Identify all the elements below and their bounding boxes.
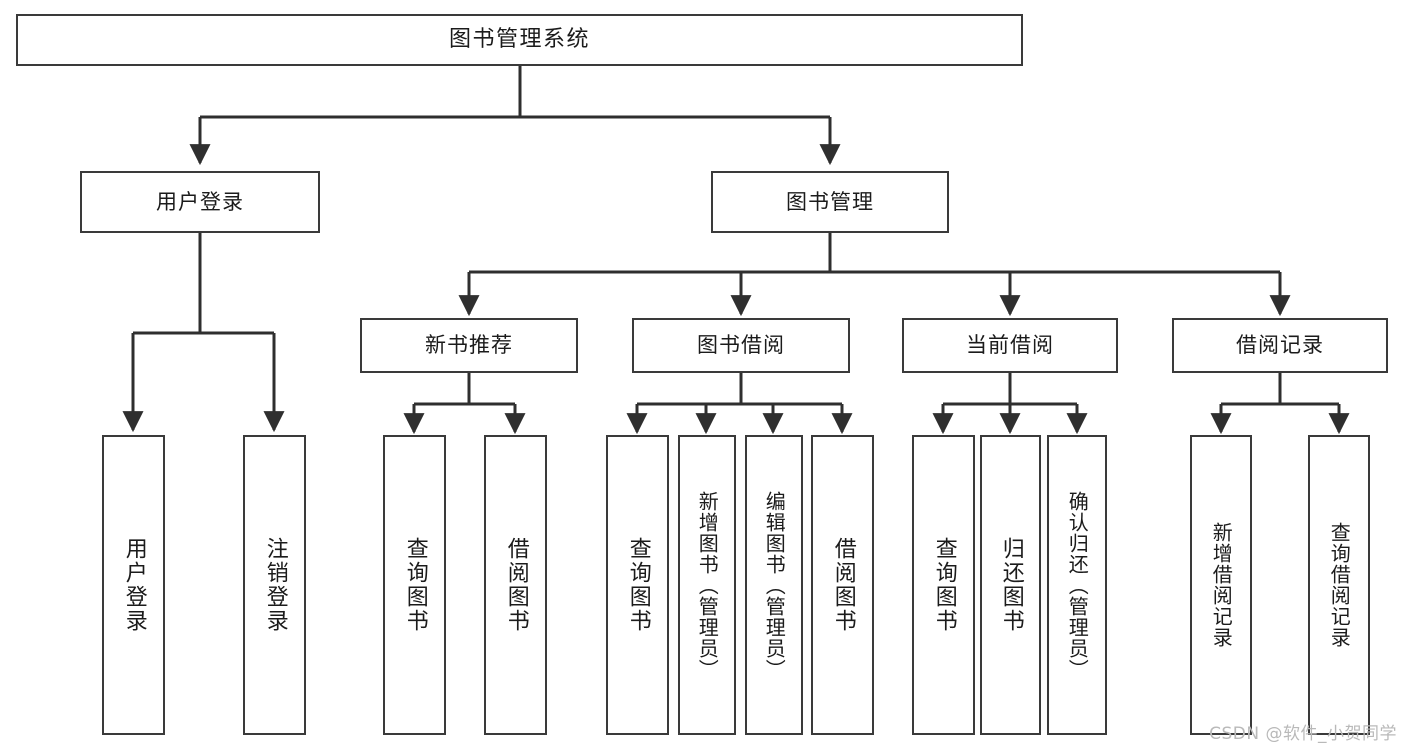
leaf-user-login-logout-label: 注销登录 bbox=[262, 537, 288, 633]
node-book-management[interactable]: 图书管理 bbox=[711, 171, 949, 233]
leaf-borrow-borrow-book-label: 借阅图书 bbox=[830, 537, 856, 633]
node-book-borrow-label: 图书借阅 bbox=[697, 333, 785, 358]
leaf-borrow-query-book-label: 查询图书 bbox=[625, 537, 651, 633]
node-book-borrow[interactable]: 图书借阅 bbox=[632, 318, 850, 373]
csdn-watermark: CSDN @软件_小贺同学 bbox=[1209, 724, 1397, 744]
leaf-borrow-query-book[interactable]: 查询图书 bbox=[606, 435, 669, 735]
leaf-current-query-book-label: 查询图书 bbox=[931, 537, 957, 633]
leaf-borrow-add-book-admin[interactable]: 新增图书（管理员） bbox=[678, 435, 736, 735]
leaf-borrow-edit-book-admin-label: 编辑图书（管理员） bbox=[762, 490, 787, 680]
node-current-borrow[interactable]: 当前借阅 bbox=[902, 318, 1118, 373]
leaf-user-login-logout[interactable]: 注销登录 bbox=[243, 435, 306, 735]
leaf-current-return-book[interactable]: 归还图书 bbox=[980, 435, 1041, 735]
leaf-record-query-record-label: 查询借阅记录 bbox=[1327, 522, 1352, 648]
node-borrow-record-label: 借阅记录 bbox=[1236, 333, 1324, 358]
node-book-management-label: 图书管理 bbox=[786, 189, 874, 214]
leaf-current-return-book-label: 归还图书 bbox=[998, 537, 1024, 633]
leaf-recommend-borrow-book[interactable]: 借阅图书 bbox=[484, 435, 547, 735]
node-user-login[interactable]: 用户登录 bbox=[80, 171, 320, 233]
leaf-user-login-login[interactable]: 用户登录 bbox=[102, 435, 165, 735]
node-current-borrow-label: 当前借阅 bbox=[966, 333, 1054, 358]
node-new-book-recommend-label: 新书推荐 bbox=[425, 333, 513, 358]
leaf-borrow-borrow-book[interactable]: 借阅图书 bbox=[811, 435, 874, 735]
leaf-user-login-login-label: 用户登录 bbox=[121, 537, 147, 633]
node-root-label: 图书管理系统 bbox=[448, 27, 590, 53]
leaf-recommend-query-book[interactable]: 查询图书 bbox=[383, 435, 446, 735]
leaf-record-add-record[interactable]: 新增借阅记录 bbox=[1190, 435, 1252, 735]
leaf-current-query-book[interactable]: 查询图书 bbox=[912, 435, 975, 735]
leaf-borrow-edit-book-admin[interactable]: 编辑图书（管理员） bbox=[745, 435, 803, 735]
leaf-record-add-record-label: 新增借阅记录 bbox=[1209, 522, 1234, 648]
leaf-current-confirm-return-admin-label: 确认归还（管理员） bbox=[1065, 490, 1090, 680]
leaf-recommend-query-book-label: 查询图书 bbox=[402, 537, 428, 633]
leaf-current-confirm-return-admin[interactable]: 确认归还（管理员） bbox=[1047, 435, 1107, 735]
node-borrow-record[interactable]: 借阅记录 bbox=[1172, 318, 1388, 373]
node-new-book-recommend[interactable]: 新书推荐 bbox=[360, 318, 578, 373]
leaf-recommend-borrow-book-label: 借阅图书 bbox=[503, 537, 529, 633]
leaf-borrow-add-book-admin-label: 新增图书（管理员） bbox=[695, 490, 720, 680]
leaf-record-query-record[interactable]: 查询借阅记录 bbox=[1308, 435, 1370, 735]
node-user-login-label: 用户登录 bbox=[156, 189, 244, 214]
node-root[interactable]: 图书管理系统 bbox=[16, 14, 1023, 66]
